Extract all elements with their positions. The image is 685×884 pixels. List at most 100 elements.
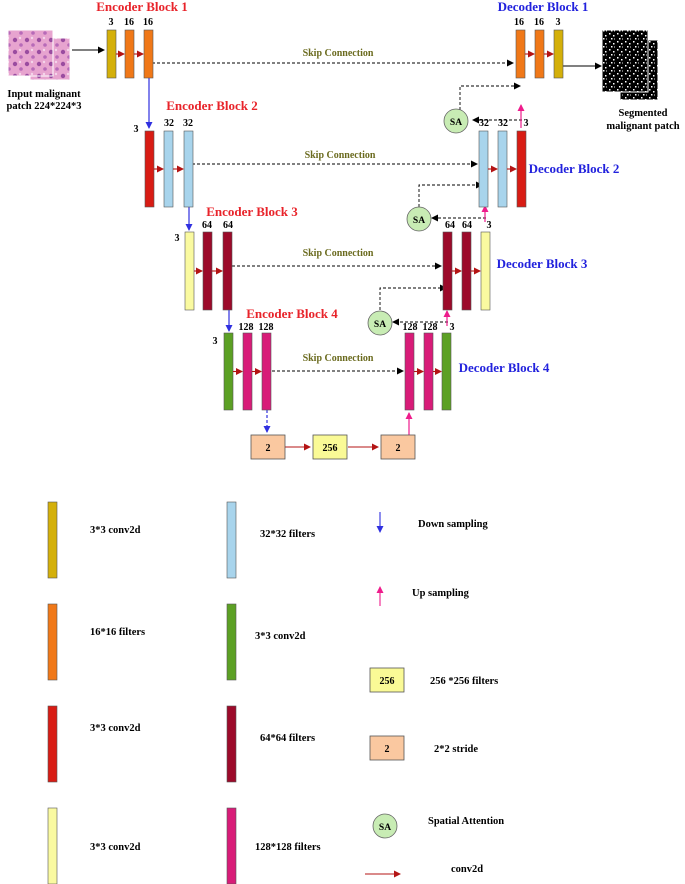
dec2-bar-2 <box>516 130 527 208</box>
bottleneck-box-3-label: 2 <box>396 443 401 454</box>
dec3-bar-2 <box>480 231 491 311</box>
enc1-bar-1 <box>124 29 135 79</box>
enc3-ch-0: 3 <box>175 233 180 244</box>
dec3-bar-0 <box>442 231 453 311</box>
enc1-bar-0 <box>106 29 117 79</box>
legend-col2-label-2: 64*64 filters <box>260 733 315 744</box>
skip-connections <box>152 59 522 375</box>
enc2-ch-2: 32 <box>183 118 193 129</box>
sa-label-2: SA <box>413 216 425 226</box>
enc4-ch-1: 128 <box>239 322 254 333</box>
channel-labels: 3 16 16 3 32 32 3 64 64 3 128 128 16 16 … <box>109 17 561 347</box>
legend-bar-32-filters <box>226 501 237 579</box>
bottleneck-filters-box: 256 <box>312 434 348 460</box>
legend-stride-label: 2*2 stride <box>434 744 478 755</box>
enc3-bar-0 <box>184 231 195 311</box>
output-segmented-image <box>601 29 659 101</box>
output-label-line2: malignant patch <box>606 121 679 132</box>
dec2-ch-0: 32 <box>479 118 489 129</box>
enc2-ch-0: 3 <box>134 124 139 135</box>
dec4-ch-0: 128 <box>403 322 418 333</box>
sa-module-1: SA <box>443 108 469 134</box>
dec1-bar-0 <box>515 29 526 79</box>
decoder-block-3-title: Decoder Block 3 <box>497 256 588 271</box>
dec3-ch-1: 64 <box>462 220 472 231</box>
legend-stride-box-label: 2 <box>385 744 390 755</box>
enc4-bar-0 <box>223 332 234 411</box>
enc3-bar-2 <box>222 231 233 311</box>
encoder-block-2-title: Encoder Block 2 <box>166 98 258 113</box>
legend-col1-label-1: 16*16 filters <box>90 627 145 638</box>
legend-bar-enc1-conv <box>47 501 58 579</box>
bottleneck-stride-box-1: 2 <box>250 434 286 460</box>
legend-sa-circle-label: SA <box>379 823 391 833</box>
legend: 3*3 conv2d 16*16 filters 3*3 conv2d 3*3 … <box>47 501 504 884</box>
up-sampling-arrows <box>405 104 525 435</box>
skip-connection-label-3: Skip Connection <box>303 248 374 259</box>
bottleneck-box-1-label: 2 <box>266 443 271 454</box>
legend-col2-label-3: 128*128 filters <box>255 842 321 853</box>
enc2-bar-1 <box>163 130 174 208</box>
dec2-bar-0 <box>478 130 489 208</box>
output-label-line1: Segmented <box>619 108 668 119</box>
enc2-bar-0 <box>144 130 155 208</box>
dec4-bar-2 <box>441 332 452 411</box>
legend-bar-enc3-conv <box>47 807 58 884</box>
sa-label-3: SA <box>374 320 386 330</box>
legend-256-box-label: 256 <box>380 676 395 687</box>
skip-connection-label-1: Skip Connection <box>303 48 374 59</box>
layer-bars <box>106 29 564 411</box>
legend-up-sampling-label: Up sampling <box>412 588 470 599</box>
enc3-bar-1 <box>202 231 213 311</box>
enc1-ch-2: 16 <box>143 17 153 28</box>
bottleneck-stride-box-2: 2 <box>380 434 416 460</box>
legend-bar-16-filters <box>47 603 58 681</box>
input-label-line1: Input malignant <box>7 89 81 100</box>
sa-path-1 <box>459 82 521 120</box>
dec4-ch-2: 3 <box>450 322 455 333</box>
dec3-ch-2: 3 <box>487 220 492 231</box>
legend-bar-enc2-conv <box>47 705 58 783</box>
enc4-ch-2: 128 <box>259 322 274 333</box>
dec1-bar-1 <box>534 29 545 79</box>
enc3-ch-2: 64 <box>223 220 233 231</box>
input-patch-image <box>7 29 71 81</box>
decoder-block-2-title: Decoder Block 2 <box>529 161 620 176</box>
legend-bar-64-filters <box>226 705 237 783</box>
enc2-ch-1: 32 <box>164 118 174 129</box>
decoder-block-4-title: Decoder Block 4 <box>459 360 550 375</box>
encoder-block-1-title: Encoder Block 1 <box>96 0 188 14</box>
dec1-ch-0: 16 <box>514 17 524 28</box>
legend-col1-label-0: 3*3 conv2d <box>90 525 141 536</box>
input-label-line2: patch 224*224*3 <box>7 101 82 112</box>
legend-conv-label: conv2d <box>451 864 483 875</box>
decoder-block-1-title: Decoder Block 1 <box>498 0 589 14</box>
skip-connection-label-4: Skip Connection <box>303 353 374 364</box>
enc3-ch-1: 64 <box>202 220 212 231</box>
encoder-block-4-title: Encoder Block 4 <box>246 306 338 321</box>
enc4-bar-1 <box>242 332 253 411</box>
dec1-bar-2 <box>553 29 564 79</box>
skip-connection-label-2: Skip Connection <box>305 150 376 161</box>
conv2d-arrows <box>116 50 554 375</box>
sa-module-3: SA <box>367 310 393 336</box>
legend-col1-label-2: 3*3 conv2d <box>90 723 141 734</box>
dec4-bar-0 <box>404 332 415 411</box>
bottleneck-box-2-label: 256 <box>323 443 338 454</box>
enc1-ch-1: 16 <box>124 17 134 28</box>
legend-sa-label: Spatial Attention <box>428 816 504 827</box>
enc4-bar-2 <box>261 332 272 411</box>
dec1-ch-1: 16 <box>534 17 544 28</box>
dec4-bar-1 <box>423 332 434 411</box>
legend-256-filters-label: 256 *256 filters <box>430 676 498 687</box>
dec2-ch-2: 3 <box>524 118 529 129</box>
legend-col2-label-0: 32*32 filters <box>260 529 315 540</box>
legend-bar-enc4-conv <box>226 603 237 681</box>
legend-bar-128-filters <box>226 807 237 884</box>
enc1-bar-2 <box>143 29 154 79</box>
dec3-bar-1 <box>461 231 472 311</box>
legend-sa-circle <box>372 813 398 839</box>
sa-path-2 <box>418 181 483 207</box>
dec1-ch-2: 3 <box>556 17 561 28</box>
